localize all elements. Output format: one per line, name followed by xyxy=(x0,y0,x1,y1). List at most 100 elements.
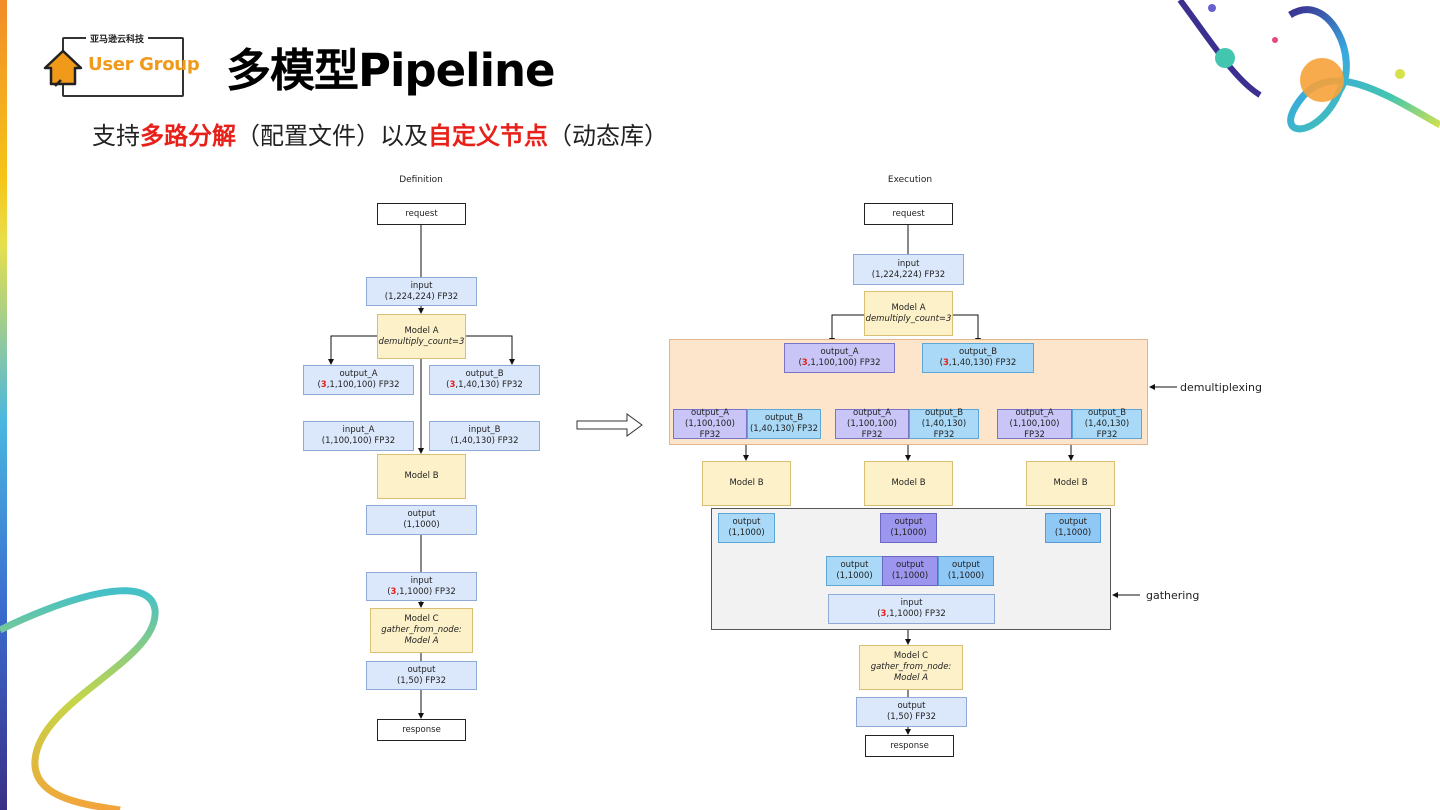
subtitle-highlight: 自定义节点 xyxy=(428,122,548,150)
exe-model-b-2: Model B xyxy=(864,461,953,506)
def-input-node: input (1,224,224) FP32 xyxy=(366,277,477,306)
node-name: output xyxy=(1058,517,1088,527)
exe-input-node: input (1,224,224) FP32 xyxy=(853,254,964,285)
definition-label: Definition xyxy=(399,175,443,185)
node-name: Model A xyxy=(404,325,439,336)
node-shape: (1,1000) xyxy=(728,528,765,538)
demultiplexing-label: demultiplexing xyxy=(1180,381,1262,394)
node-shape: (1,1000) xyxy=(890,528,927,538)
exe-gather-out-1: output(1,1000) xyxy=(718,513,775,543)
node-name: input xyxy=(900,598,923,608)
exe-split-a-3: output_A(1,100,100) FP32 xyxy=(997,407,1072,440)
def-model-a-node: Model A demultiply_count=3 xyxy=(377,314,466,359)
node-name: input xyxy=(410,575,433,586)
node-shape: (3,1,100,100) FP32 xyxy=(798,358,881,368)
exe-gathered-2: output(1,1000) xyxy=(882,556,938,586)
exe-split-b-2: output_B(1,40,130) FP32 xyxy=(909,407,979,440)
node-shape: (1,1000) xyxy=(1054,528,1092,538)
def-output-b-node: output_B (3,1,40,130) FP32 xyxy=(429,365,540,395)
exe-split-b-1: output_B(1,40,130) FP32 xyxy=(747,409,821,439)
node-name: output xyxy=(732,517,761,527)
node-name: output_B xyxy=(1087,407,1127,418)
node-name: Model C xyxy=(893,651,929,661)
node-name: Model B xyxy=(404,471,439,481)
exe-response-node: response xyxy=(865,735,954,757)
exe-gathered-1: output(1,1000) xyxy=(826,556,883,586)
def-request-node: request xyxy=(377,203,466,225)
node-shape: (1,100,100) FP32 xyxy=(1009,418,1060,440)
gathering-label: gathering xyxy=(1146,589,1200,602)
node-name: Model C xyxy=(404,614,439,624)
exe-gather-out-2: output(1,1000) xyxy=(880,513,937,543)
node-name: output xyxy=(407,664,436,675)
node-name: response xyxy=(402,724,441,735)
node-name: output xyxy=(407,509,436,519)
def-response-node: response xyxy=(377,719,466,741)
node-shape: (1,100,100) FP32 xyxy=(321,436,396,446)
node-shape: (3,1,1000) FP32 xyxy=(387,586,456,597)
node-name: Model B xyxy=(891,478,926,488)
node-name: output_B xyxy=(924,407,964,418)
node-param: gather_from_node: xyxy=(870,662,952,672)
node-shape: (1,1000) xyxy=(836,571,873,581)
exe-split-a-2: output_A(1,100,100) FP32 xyxy=(835,407,909,440)
node-shape: (1,1000) xyxy=(947,571,985,581)
node-name: output_A xyxy=(690,407,730,418)
node-name: output_A xyxy=(852,407,892,418)
exe-gather-out-3: output(1,1000) xyxy=(1045,513,1101,543)
node-name: input_B xyxy=(468,425,501,435)
node-shape: (1,1000) xyxy=(891,571,929,581)
node-name: Model A xyxy=(891,302,926,313)
left-accent-bar xyxy=(0,0,7,810)
node-shape: (1,100,100) FP32 xyxy=(847,418,897,440)
node-shape: (1,50) FP32 xyxy=(886,712,937,722)
exe-request-node: request xyxy=(864,203,953,225)
exe-final-output-node: output (1,50) FP32 xyxy=(856,697,967,727)
node-name: request xyxy=(405,208,438,219)
subtitle-part: （动态库） xyxy=(548,122,668,150)
node-param: Model A xyxy=(404,636,439,646)
node-shape: (3,1,1000) FP32 xyxy=(877,609,946,619)
node-shape: (1,40,130) FP32 xyxy=(1084,418,1130,440)
def-gather-input-node: input (3,1,1000) FP32 xyxy=(366,572,477,601)
node-param: demultiply_count=3 xyxy=(865,313,952,324)
exe-split-b-3: output_B(1,40,130) FP32 xyxy=(1072,407,1142,440)
exe-gathered-3: output(1,1000) xyxy=(938,556,994,586)
exe-model-c-node: Model C gather_from_node: Model A xyxy=(859,645,963,690)
def-model-c-node: Model C gather_from_node: Model A xyxy=(370,608,473,653)
node-shape: (1,224,224) FP32 xyxy=(384,291,459,302)
node-shape: (3,1,40,130) FP32 xyxy=(939,358,1017,368)
node-name: output xyxy=(897,701,926,711)
node-name: output xyxy=(895,560,925,570)
exe-model-b-1: Model B xyxy=(702,461,791,506)
node-name: output_A xyxy=(1015,407,1054,418)
node-shape: (1,50) FP32 xyxy=(396,675,447,686)
logo-text: User Group xyxy=(88,54,200,75)
node-name: output_B xyxy=(764,413,804,423)
node-name: output_A xyxy=(339,369,378,379)
page-subtitle: 支持多路分解（配置文件）以及自定义节点（动态库） xyxy=(92,116,668,151)
node-name: request xyxy=(892,208,925,219)
node-name: output xyxy=(951,560,981,570)
node-name: output xyxy=(894,517,923,527)
exe-output-a-node: output_A (3,1,100,100) FP32 xyxy=(784,343,895,373)
node-shape: (1,40,130) FP32 xyxy=(450,436,519,446)
node-shape: (1,224,224) FP32 xyxy=(871,269,946,280)
exe-model-a-node: Model A demultiply_count=3 xyxy=(864,291,953,336)
node-name: input_A xyxy=(342,425,375,435)
def-input-b-node: input_B (1,40,130) FP32 xyxy=(429,421,540,451)
node-shape: (3,1,40,130) FP32 xyxy=(446,380,523,390)
exe-model-b-3: Model B xyxy=(1026,461,1115,506)
exe-split-a-1: output_A(1,100,100) FP32 xyxy=(673,407,747,440)
node-name: input xyxy=(897,258,920,269)
subtitle-part: 支持 xyxy=(92,122,140,150)
def-output-a-node: output_A (3,1,100,100) FP32 xyxy=(303,365,414,395)
node-shape: (1,100,100) FP32 xyxy=(685,418,735,440)
node-name: output_B xyxy=(465,369,504,379)
node-name: Model B xyxy=(729,478,764,488)
def-input-a-node: input_A (1,100,100) FP32 xyxy=(303,421,414,451)
node-shape: (1,40,130) FP32 xyxy=(749,424,819,434)
exe-gather-input-node: input (3,1,1000) FP32 xyxy=(828,594,995,624)
node-name: Model B xyxy=(1053,478,1088,488)
